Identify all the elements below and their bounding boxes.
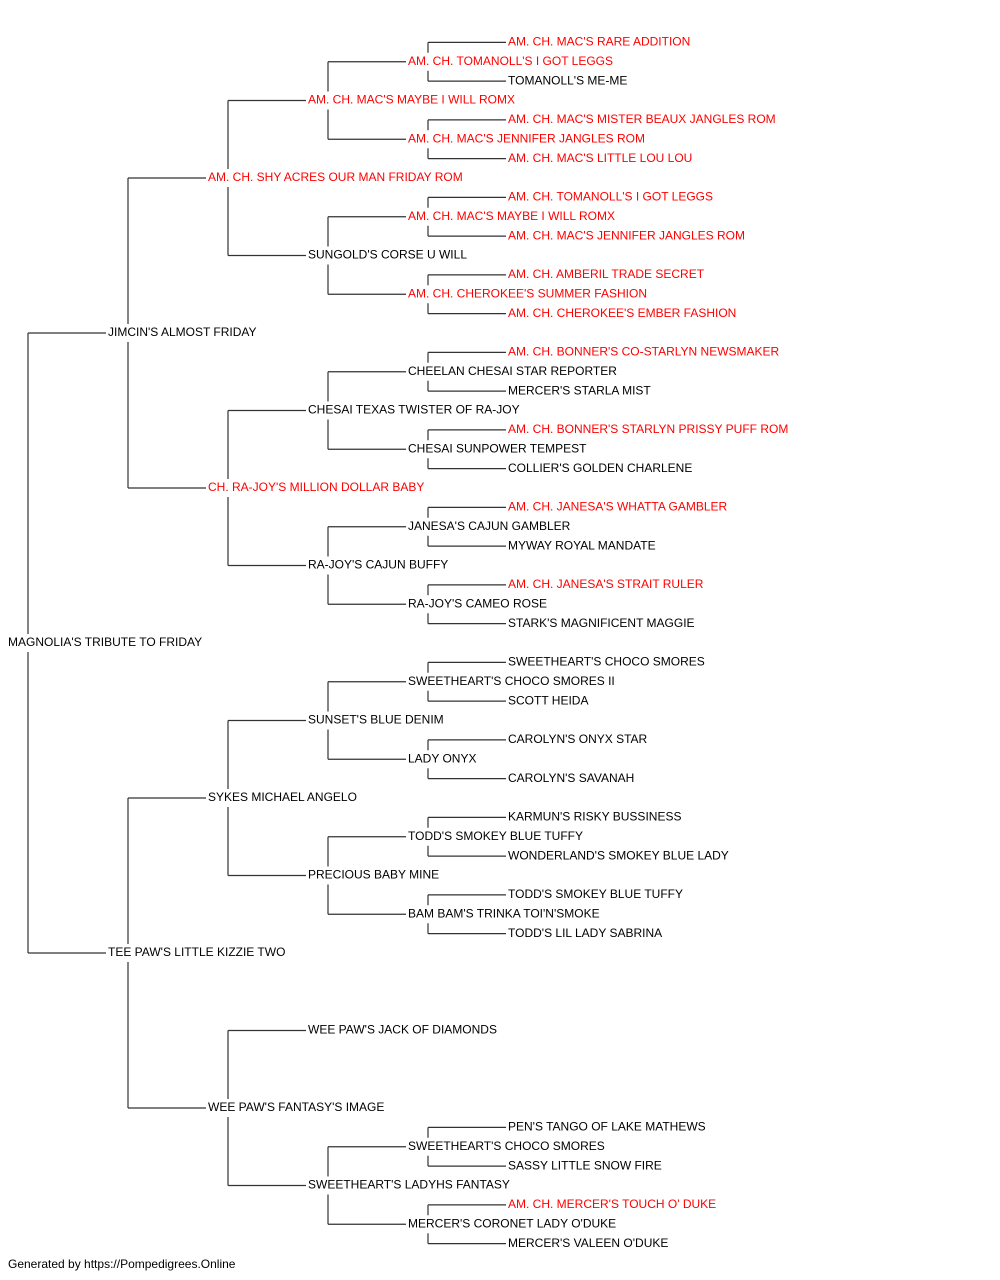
dog-name-root-dam-dam-dam: SWEETHEART'S LADYHS FANTASY xyxy=(308,1178,510,1192)
dog-name-root-sire-dam-dam-dam-sire: AM. CH. JANESA'S STRAIT RULER xyxy=(508,577,704,591)
dog-name-root-sire-dam-sire-sire: CHEELAN CHESAI STAR REPORTER xyxy=(408,364,617,378)
dog-name-root-sire-sire-dam-sire: AM. CH. MAC'S MAYBE I WILL ROMX xyxy=(408,209,615,223)
dog-name-root-sire-sire-dam: SUNGOLD'S CORSE U WILL xyxy=(308,248,467,262)
dog-name-root-sire-sire: AM. CH. SHY ACRES OUR MAN FRIDAY ROM xyxy=(208,170,463,184)
dog-name-root-sire-sire-sire-sire-dam: TOMANOLL'S ME-ME xyxy=(508,73,627,87)
dog-name-root-sire-sire-dam-sire-dam: AM. CH. MAC'S JENNIFER JANGLES ROM xyxy=(508,228,745,242)
dog-name-root-dam-sire-dam-dam: BAM BAM'S TRINKA TOI'N'SMOKE xyxy=(408,906,600,920)
dog-name-root-dam-dam-dam-dam-sire: AM. CH. MERCER'S TOUCH O' DUKE xyxy=(508,1197,716,1211)
dog-name-root-dam-sire-dam-sire-dam: WONDERLAND'S SMOKEY BLUE LADY xyxy=(508,848,729,862)
dog-name-root-dam-sire-dam-sire-sire: KARMUN'S RISKY BUSSINESS xyxy=(508,810,681,824)
dog-name-root-sire-dam-dam: RA-JOY'S CAJUN BUFFY xyxy=(308,558,448,572)
dog-name-root-dam-sire: SYKES MICHAEL ANGELO xyxy=(208,790,357,804)
dog-name-root-sire-sire-sire-sire-sire: AM. CH. MAC'S RARE ADDITION xyxy=(508,35,690,49)
dog-name-root-dam-dam-dam-sire-sire: PEN'S TANGO OF LAKE MATHEWS xyxy=(508,1120,706,1134)
dog-name-root-sire-dam-dam-dam-dam: STARK'S MAGNIFICENT MAGGIE xyxy=(508,616,695,630)
dog-name-root-dam-sire-dam: PRECIOUS BABY MINE xyxy=(308,868,439,882)
dog-name-root-sire-dam: CH. RA-JOY'S MILLION DOLLAR BABY xyxy=(208,480,424,494)
dog-name-root-sire-sire-sire: AM. CH. MAC'S MAYBE I WILL ROMX xyxy=(308,93,515,107)
dog-name-root-sire-sire-dam-sire-sire: AM. CH. TOMANOLL'S I GOT LEGGS xyxy=(508,190,713,204)
dog-name-root-sire-dam-sire-dam-sire: AM. CH. BONNER'S STARLYN PRISSY PUFF ROM xyxy=(508,422,788,436)
dog-name-root-sire-sire-sire-dam-dam: AM. CH. MAC'S LITTLE LOU LOU xyxy=(508,151,692,165)
dog-name-root-sire-sire-sire-dam-sire: AM. CH. MAC'S MISTER BEAUX JANGLES ROM xyxy=(508,112,776,126)
dog-name-root-dam-sire-sire: SUNSET'S BLUE DENIM xyxy=(308,713,444,727)
dog-name-root-sire-dam-dam-sire: JANESA'S CAJUN GAMBLER xyxy=(408,519,571,533)
dog-name-root-dam-sire-sire-sire-dam: SCOTT HEIDA xyxy=(508,693,588,707)
dog-name-root-dam-dam-dam-dam: MERCER'S CORONET LADY O'DUKE xyxy=(408,1216,616,1230)
generated-by-footer: Generated by https://Pompedigrees.Online xyxy=(8,1257,236,1271)
dog-name-root-dam-sire-sire-sire: SWEETHEART'S CHOCO SMORES II xyxy=(408,674,615,688)
dog-name-root-dam: TEE PAW'S LITTLE KIZZIE TWO xyxy=(108,945,285,959)
dog-name-root-sire: JIMCIN'S ALMOST FRIDAY xyxy=(108,325,257,339)
dog-name-root: MAGNOLIA'S TRIBUTE TO FRIDAY xyxy=(8,635,202,649)
dog-name-root-sire-dam-sire-dam: CHESAI SUNPOWER TEMPEST xyxy=(408,441,587,455)
dog-name-root-sire-sire-dam-dam-dam: AM. CH. CHEROKEE'S EMBER FASHION xyxy=(508,306,736,320)
dog-name-root-sire-dam-dam-sire-dam: MYWAY ROYAL MANDATE xyxy=(508,538,656,552)
dog-name-root-sire-sire-sire-dam: AM. CH. MAC'S JENNIFER JANGLES ROM xyxy=(408,131,645,145)
dog-name-root-dam-dam-dam-dam-dam: MERCER'S VALEEN O'DUKE xyxy=(508,1236,668,1250)
dog-name-root-sire-dam-sire: CHESAI TEXAS TWISTER OF RA-JOY xyxy=(308,403,520,417)
dog-name-root-dam-dam-sire: WEE PAW'S JACK OF DIAMONDS xyxy=(308,1023,497,1037)
dog-name-root-dam-sire-dam-sire: TODD'S SMOKEY BLUE TUFFY xyxy=(408,829,583,843)
dog-name-root-sire-sire-sire-sire: AM. CH. TOMANOLL'S I GOT LEGGS xyxy=(408,54,613,68)
dog-name-root-sire-dam-sire-dam-dam: COLLIER'S GOLDEN CHARLENE xyxy=(508,461,692,475)
dog-name-root-sire-dam-dam-sire-sire: AM. CH. JANESA'S WHATTA GAMBLER xyxy=(508,500,728,514)
dog-name-root-dam-dam-dam-sire: SWEETHEART'S CHOCO SMORES xyxy=(408,1139,605,1153)
dog-name-root-dam-sire-dam-dam-sire: TODD'S SMOKEY BLUE TUFFY xyxy=(508,887,683,901)
dog-name-root-sire-sire-dam-dam: AM. CH. CHEROKEE'S SUMMER FASHION xyxy=(408,286,647,300)
dog-name-root-dam-sire-sire-dam-sire: CAROLYN'S ONYX STAR xyxy=(508,732,648,746)
dog-name-root-sire-dam-dam-dam: RA-JOY'S CAMEO ROSE xyxy=(408,596,547,610)
dog-name-root-sire-dam-sire-sire-sire: AM. CH. BONNER'S CO-STARLYN NEWSMAKER xyxy=(508,345,780,359)
dog-name-root-sire-sire-dam-dam-sire: AM. CH. AMBERIL TRADE SECRET xyxy=(508,267,705,281)
dog-name-root-dam-sire-sire-dam: LADY ONYX xyxy=(408,751,476,765)
dog-name-root-dam-sire-sire-dam-dam: CAROLYN'S SAVANAH xyxy=(508,771,634,785)
dog-name-root-sire-dam-sire-sire-dam: MERCER'S STARLA MIST xyxy=(508,383,651,397)
dog-name-root-dam-dam-dam-sire-dam: SASSY LITTLE SNOW FIRE xyxy=(508,1158,662,1172)
dog-name-root-dam-sire-dam-dam-dam: TODD'S LIL LADY SABRINA xyxy=(508,926,662,940)
dog-name-root-dam-dam: WEE PAW'S FANTASY'S IMAGE xyxy=(208,1100,384,1114)
dog-name-root-dam-sire-sire-sire-sire: SWEETHEART'S CHOCO SMORES xyxy=(508,655,705,669)
